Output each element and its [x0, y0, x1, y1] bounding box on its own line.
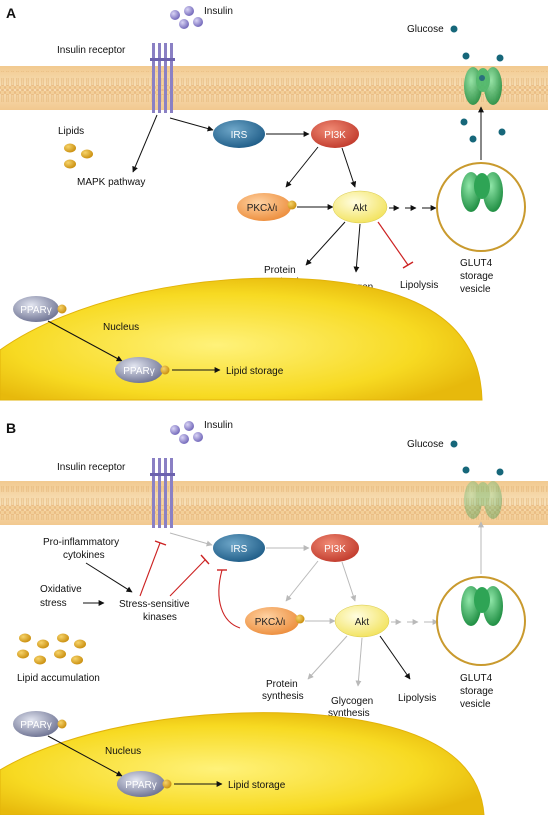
pkc-label-a: PKCλ/ι — [247, 203, 278, 214]
insulin-receptor-label-b: Insulin receptor — [57, 462, 126, 473]
glut4-membrane-transporter-b — [464, 481, 502, 519]
ppar-cytoplasm-b — [13, 711, 59, 737]
cytokines-label-1: Pro-inflammatory — [43, 537, 119, 548]
insulin-molecules-a — [170, 6, 203, 29]
insulin-receptor-label-a: Insulin receptor — [57, 45, 126, 56]
pi3k-label-b: PI3K — [324, 544, 346, 555]
lipid-storage-label-a: Lipid storage — [226, 366, 284, 377]
ppar-nucleus-b — [117, 771, 165, 797]
glucose-molecules-b — [450, 440, 504, 476]
akt-node-a — [332, 190, 388, 224]
protein-synthesis-label-1-b: Protein — [266, 679, 298, 690]
mapk-pathway-label: MAPK pathway — [77, 177, 145, 188]
pi3k-node-a — [311, 120, 359, 148]
oxidative-stress-label-2: stress — [40, 598, 67, 609]
lipolysis-label-b: Lipolysis — [398, 693, 436, 704]
glut4-label-1-a: GLUT4 — [460, 258, 493, 269]
akt-label-b: Akt — [355, 617, 370, 628]
cytokines-label-2: cytokines — [63, 550, 105, 561]
ppar-label-outside-b: PPARγ — [20, 720, 52, 731]
oxidative-stress-label-1: Oxidative — [40, 584, 82, 595]
nucleus-label-b: Nucleus — [105, 746, 141, 757]
pkc-node-b — [245, 607, 299, 635]
pi3k-node-b — [311, 534, 359, 562]
pi3k-label-a: PI3K — [324, 130, 346, 141]
irs-label-a: IRS — [231, 130, 248, 141]
cell-membrane-a — [0, 66, 548, 110]
lipids-label-a: Lipids — [58, 126, 84, 137]
lipid-accumulation-label: Lipid accumulation — [17, 673, 100, 684]
glycogen-synthesis-label-1-b: Glycogen — [331, 696, 373, 707]
irs-node-a — [213, 120, 265, 148]
glut4-label-2-b: storage — [460, 686, 494, 697]
glucose-label-a: Glucose — [407, 24, 444, 35]
glut4-vesicle-a — [436, 162, 526, 252]
akt-label-a: Akt — [353, 203, 368, 214]
ppar-cytoplasm-a — [13, 296, 59, 322]
lipolysis-label-a: Lipolysis — [400, 280, 438, 291]
glucose-molecules-a — [450, 25, 506, 143]
ppar-label-inside-a: PPARγ — [123, 366, 155, 377]
glut4-label-3-b: vesicle — [460, 699, 491, 710]
ppar-nucleus-a — [115, 357, 163, 383]
insulin-molecules-b — [170, 421, 203, 444]
irs-label-b: IRS — [231, 544, 248, 555]
ppar-label-inside-b: PPARγ — [125, 780, 157, 791]
panel-a-letter: A — [6, 5, 16, 21]
glucose-label-b: Glucose — [407, 439, 444, 450]
lipid-droplets-b — [17, 633, 86, 665]
akt-node-b — [334, 604, 390, 638]
lipid-droplets-a — [64, 143, 93, 169]
cell-membrane-b — [0, 481, 548, 525]
glut4-membrane-transporter-a — [464, 67, 502, 105]
protein-synthesis-label-2-b: synthesis — [262, 691, 304, 702]
glut4-label-2-a: storage — [460, 271, 494, 282]
panel-a: A Insulin Insulin receptor Glucose — [0, 5, 548, 401]
insulin-receptor-a — [150, 43, 175, 113]
irs-node-b — [213, 534, 265, 562]
nucleus-a — [0, 277, 483, 401]
lipid-storage-label-b: Lipid storage — [228, 780, 286, 791]
glycogen-synthesis-label-2-b: synthesis — [328, 708, 370, 719]
panel-b: B Insulin Insulin receptor Glucose — [0, 420, 548, 815]
stress-kinases-label-1: Stress-sensitive — [119, 599, 190, 610]
protein-synthesis-label-1-a: Protein — [264, 265, 296, 276]
glut4-vesicle-b — [436, 576, 526, 666]
panel-b-letter: B — [6, 420, 16, 436]
insulin-receptor-b — [150, 458, 175, 528]
glut4-transporter-a — [461, 172, 503, 212]
nucleus-label-a: Nucleus — [103, 322, 139, 333]
glut4-transporter-b — [461, 586, 503, 626]
glut4-label-1-b: GLUT4 — [460, 673, 493, 684]
insulin-label-b: Insulin — [204, 420, 233, 431]
ppar-label-outside-a: PPARγ — [20, 305, 52, 316]
insulin-label-a: Insulin — [204, 6, 233, 17]
stress-kinases-label-2: kinases — [143, 612, 177, 623]
pkc-node-a — [237, 193, 291, 221]
nucleus-b — [0, 712, 485, 815]
pkc-label-b: PKCλ/ι — [255, 617, 286, 628]
glut4-label-3-a: vesicle — [460, 284, 491, 295]
